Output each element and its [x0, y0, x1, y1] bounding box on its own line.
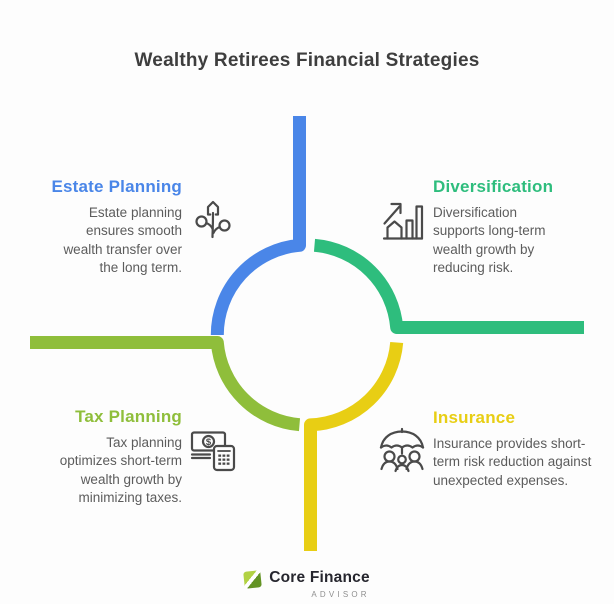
diversification-arm-arc: [313, 238, 584, 334]
heading-diversification: Diversification: [433, 177, 554, 196]
estate-arm-arc: [210, 116, 306, 336]
umbrella-family-icon: [379, 427, 425, 473]
brand-name: Core Finance: [269, 569, 370, 586]
estate-description: Estate planning ensures smooth wealth tr…: [63, 205, 182, 276]
banknote-calculator-icon: $: [190, 431, 236, 472]
page-title: Wealthy Retirees Financial Strategies: [134, 50, 480, 71]
tax-description: Tax planning optimizes short-term wealth…: [59, 435, 182, 506]
insurance-description: Insurance provides short- term risk redu…: [433, 436, 592, 488]
footer-logo-text: Core Finance ADVISOR: [269, 569, 370, 599]
diversification-section: Diversification Diversification supports…: [433, 177, 598, 277]
tax-planning-section: Tax Planning Tax planning optimizes shor…: [4, 407, 182, 507]
diversification-description: Diversification supports long-term wealt…: [433, 205, 546, 276]
core-finance-cube-icon: [243, 570, 263, 589]
insurance-arm-arc: [304, 341, 404, 551]
footer-logo: Core Finance ADVISOR: [0, 569, 614, 599]
tax-arm-arc: [30, 336, 301, 432]
estate-growth-icon: [195, 200, 231, 239]
estate-planning-section: Estate Planning Estate planning ensures …: [10, 177, 182, 277]
brand-tagline: ADVISOR: [311, 590, 370, 599]
heading-estate: Estate Planning: [51, 177, 182, 196]
house-bar-chart-arrow-icon: [382, 202, 424, 240]
dollar-sign-glyph: $: [206, 437, 212, 448]
heading-insurance: Insurance: [433, 408, 516, 427]
insurance-section: Insurance Insurance provides short- term…: [433, 408, 614, 490]
heading-tax: Tax Planning: [75, 407, 182, 426]
calculator-keys: [218, 454, 230, 465]
